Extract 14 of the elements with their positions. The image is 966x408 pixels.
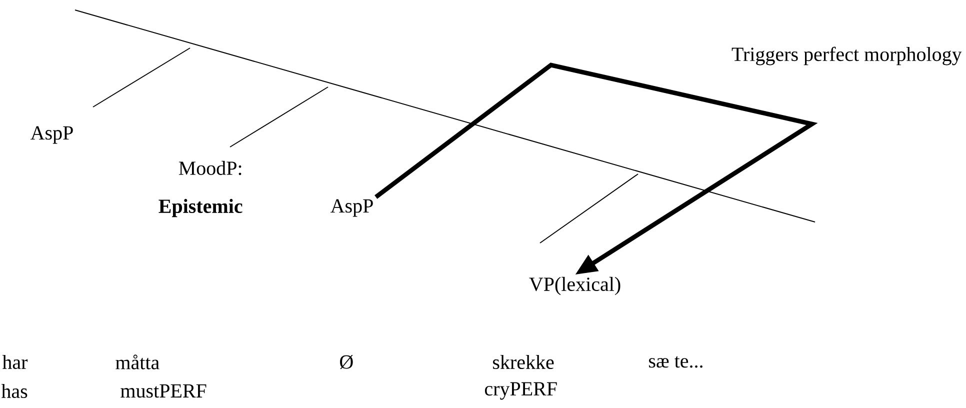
label: sæ te... [649,356,702,368]
node-label: AspP [330,199,373,217]
label: Epistemic [158,198,242,218]
edge-label: Triggers perfect morphology [732,46,962,66]
label: AspP [30,126,73,144]
label: har [2,354,28,370]
label: mustPERF [120,384,206,398]
label: cryPERF [484,382,557,400]
label: skrekke [493,354,554,370]
label: MoodP: [178,160,242,176]
label: måtta [116,354,160,370]
label: Ø [340,354,353,370]
node-label: VP(lexical) [529,276,620,296]
label: has [1,384,28,398]
